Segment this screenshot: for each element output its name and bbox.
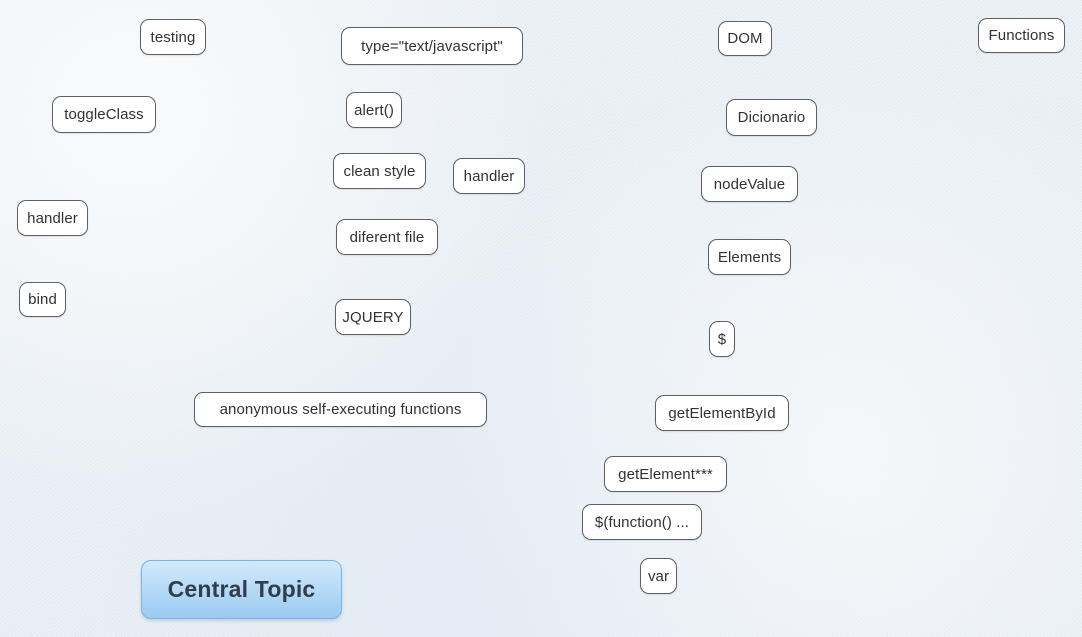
mindmap-node-dom[interactable]: DOM: [718, 21, 772, 56]
mindmap-node-dollar[interactable]: $: [709, 321, 735, 357]
mindmap-node-clean-style[interactable]: clean style: [333, 153, 426, 189]
mindmap-node-functions[interactable]: Functions: [978, 18, 1065, 53]
mindmap-node-var[interactable]: var: [640, 558, 677, 594]
mindmap-node-nodevalue[interactable]: nodeValue: [701, 166, 798, 202]
mindmap-node-alert[interactable]: alert(): [346, 92, 402, 128]
mindmap-node-jquery[interactable]: JQUERY: [335, 299, 411, 335]
central-topic-node[interactable]: Central Topic: [141, 560, 342, 619]
mindmap-node-type-text-javascript[interactable]: type="text/javascript": [341, 27, 523, 65]
mindmap-node-toggleclass[interactable]: toggleClass: [52, 96, 156, 133]
mindmap-node-diferent-file[interactable]: diferent file: [336, 219, 438, 255]
mindmap-node-anonymous-functions[interactable]: anonymous self-executing functions: [194, 392, 487, 427]
mindmap-node-dicionario[interactable]: Dicionario: [726, 99, 817, 136]
mindmap-node-elements[interactable]: Elements: [708, 239, 791, 275]
mindmap-node-getelement-star[interactable]: getElement***: [604, 456, 727, 492]
mindmap-node-handler-left[interactable]: handler: [17, 200, 88, 236]
mindmap-node-handler-mid[interactable]: handler: [453, 158, 525, 194]
mindmap-node-testing[interactable]: testing: [140, 19, 206, 55]
mindmap-node-dollar-function[interactable]: $(function() ...: [582, 504, 702, 540]
mindmap-node-bind[interactable]: bind: [19, 282, 66, 317]
mindmap-node-getelementbyid[interactable]: getElementById: [655, 395, 789, 431]
